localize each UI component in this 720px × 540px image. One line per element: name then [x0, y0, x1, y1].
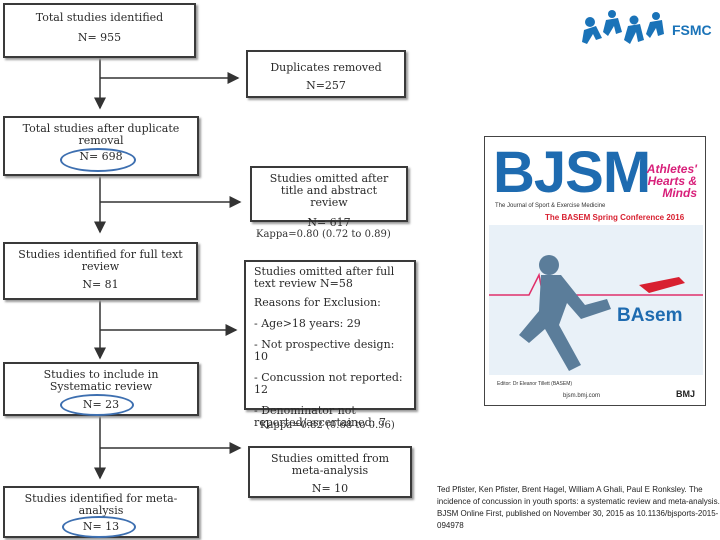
after-duplicates-label: Total studies after duplicate removal: [22, 122, 180, 147]
duplicates-label: Duplicates removed: [270, 61, 382, 74]
exclusion-reason-age: - Age>18 years: 29: [254, 317, 361, 330]
fsmc-logo-text: FSMC: [672, 22, 712, 38]
fsmc-logo-icon: [582, 10, 664, 44]
omitted-title-count: N= 617: [307, 216, 351, 229]
omitted-full-text-box: Studies omitted after full text review N…: [244, 260, 416, 429]
omitted-meta-label: Studies omitted from meta-analysis: [270, 452, 390, 477]
total-studies-label: Total studies identified: [35, 11, 164, 24]
duplicates-box: Duplicates removed N=257: [246, 50, 406, 98]
cover-url: bjsm.bmj.com: [563, 393, 601, 399]
omitted-title-label: Studies omitted after title and abstract…: [269, 172, 389, 209]
meta-analysis-label: Studies identified for meta-analysis: [24, 492, 178, 517]
omitted-title-box: Studies omitted after title and abstract…: [250, 166, 408, 229]
exclusion-reason-design: - Not prospective design: 10: [254, 338, 395, 363]
systematic-review-label: Studies to include in Systematic review: [43, 368, 159, 393]
cover-editor: Editor: Dr Eleanor Tillett (BASEM): [497, 381, 573, 387]
full-text-count: N= 81: [82, 278, 119, 291]
omitted-meta-count: N= 10: [311, 482, 349, 495]
omitted-meta-box: Studies omitted from meta-analysis N= 10: [248, 446, 412, 498]
highlight-ellipse-698: [60, 148, 136, 172]
bjsm-journal-cover: BJSM The Journal of Sport & Exercise Med…: [484, 136, 706, 406]
cover-publisher: BMJ: [675, 389, 695, 399]
total-studies-box: Total studies identified N= 955: [3, 3, 196, 58]
highlight-ellipse-23: [60, 394, 134, 416]
kappa-full-text-review: Kappa=0.82 (0.68 to 0.96): [260, 420, 395, 431]
cover-basem-logo: BAsem: [617, 305, 683, 326]
exclusion-reason-concussion: - Concussion not reported: 12: [254, 371, 403, 396]
total-studies-count: N= 955: [77, 31, 122, 44]
citation-text: Ted Pfister, Ken Pfister, Brent Hagel, W…: [437, 485, 720, 530]
cover-subtitle: The Journal of Sport & Exercise Medicine: [495, 203, 606, 209]
duplicates-count: N=257: [306, 79, 346, 92]
kappa-title-review: Kappa=0.80 (0.72 to 0.89): [256, 229, 391, 240]
full-text-box: Studies identified for full text review …: [3, 242, 198, 300]
highlight-ellipse-13: [62, 516, 136, 538]
exclusion-reasons-title: Reasons for Exclusion:: [254, 296, 381, 309]
cover-title: BJSM: [493, 140, 651, 205]
full-text-label: Studies identified for full text review: [18, 248, 183, 273]
exclusion-reason-denominator: - Denominator not reported/ascertained: …: [254, 404, 386, 429]
omitted-full-text-heading: Studies omitted after full text review N…: [254, 265, 395, 290]
cover-conference: The BASEM Spring Conference 2016: [545, 213, 685, 222]
cover-athletes-headline: Athletes' Hearts & Minds: [646, 162, 697, 200]
runner-illustration-icon: [489, 225, 703, 375]
